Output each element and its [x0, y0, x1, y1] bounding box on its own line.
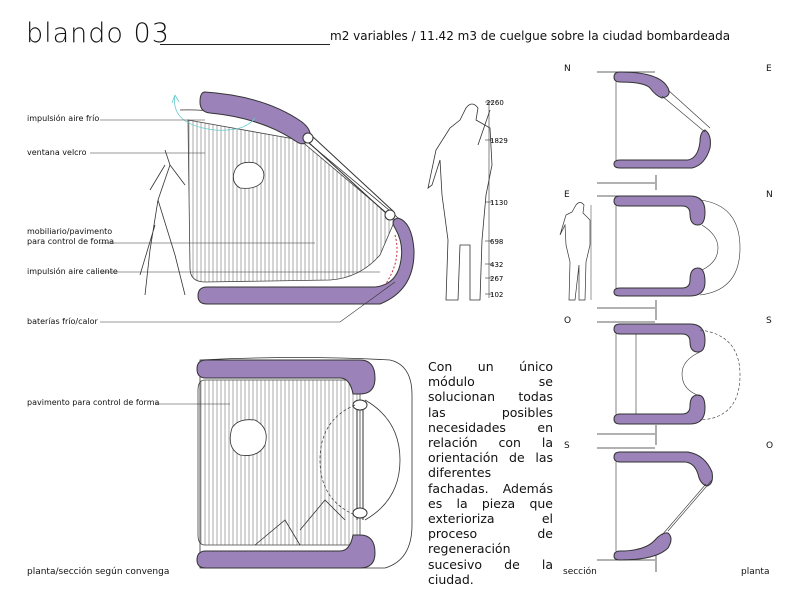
modulor-figure: [427, 103, 493, 301]
dim-1829: 1829: [490, 137, 508, 145]
dim-698: 698: [490, 238, 503, 246]
plan-envelope: [199, 357, 413, 569]
dim-432: 432: [490, 261, 503, 269]
plan-top-cushion: [196, 359, 376, 395]
label-pavimento: pavimento para control de forma: [27, 398, 160, 407]
label-planta-seccion: planta/sección según convenga: [27, 567, 170, 577]
label-planta: planta: [741, 567, 770, 577]
label-impulsion-aire-frio: impulsión aire frío: [27, 114, 100, 123]
orientation-diagram-4: [597, 447, 713, 572]
small-modulor: [559, 202, 591, 301]
orientation-row2-right: N: [766, 190, 773, 200]
top-cushion: [199, 91, 311, 145]
bottom-cushion: [197, 217, 415, 305]
label-ventana-velcro: ventana velcro: [27, 148, 87, 157]
description-paragraph: Con un único módulo se solucionan todas …: [428, 359, 553, 587]
orientation-diagram-3: [597, 321, 741, 445]
heating-path: [384, 234, 398, 286]
label-impulsion-aire-caliente: impulsión aire caliente: [27, 267, 118, 276]
window-joint-top: [302, 132, 314, 144]
label-seccion: sección: [563, 567, 597, 577]
drawing-title: blando 03: [26, 18, 170, 49]
dim-1130: 1130: [490, 199, 508, 207]
window-joint-bottom: [384, 209, 396, 221]
title-underline: [160, 44, 330, 45]
dim-2260: 2260: [486, 99, 504, 107]
orientation-row3-left: O: [564, 316, 572, 326]
plan-drawing: [155, 357, 413, 569]
orientation-row3-right: S: [766, 316, 772, 326]
main-section-drawing: [90, 91, 415, 323]
dim-102: 102: [490, 291, 503, 299]
orientation-row4-right: O: [766, 441, 774, 451]
orientation-diagram-2: [559, 195, 741, 320]
label-baterias: baterías frío/calor: [27, 317, 98, 326]
drawing-subtitle: m2 variables / 11.42 m3 de cuelgue sobre…: [330, 29, 731, 43]
orientation-diagram-1: [597, 71, 711, 190]
modulor-dimension-scale: 2260 1829 1130 698 432 267 102: [485, 99, 508, 299]
orientation-row1-left: N: [564, 64, 571, 74]
orientation-row2-left: E: [564, 190, 570, 200]
furniture-blob: [232, 161, 265, 189]
person-sketch: [139, 149, 186, 296]
plan-bottom-cushion: [196, 534, 376, 569]
dim-267: 267: [490, 275, 503, 283]
label-mobiliario-1: mobiliario/pavimento: [27, 227, 113, 236]
orientation-row1-right: E: [766, 64, 772, 74]
plan-furniture-blob: [229, 419, 267, 456]
cold-air-arrow: [174, 94, 256, 131]
plan-hatched-floor: [197, 379, 361, 546]
label-mobiliario-2: para control de forma: [27, 237, 115, 246]
orientation-row4-left: S: [564, 441, 570, 451]
hatched-floor: [187, 119, 396, 283]
